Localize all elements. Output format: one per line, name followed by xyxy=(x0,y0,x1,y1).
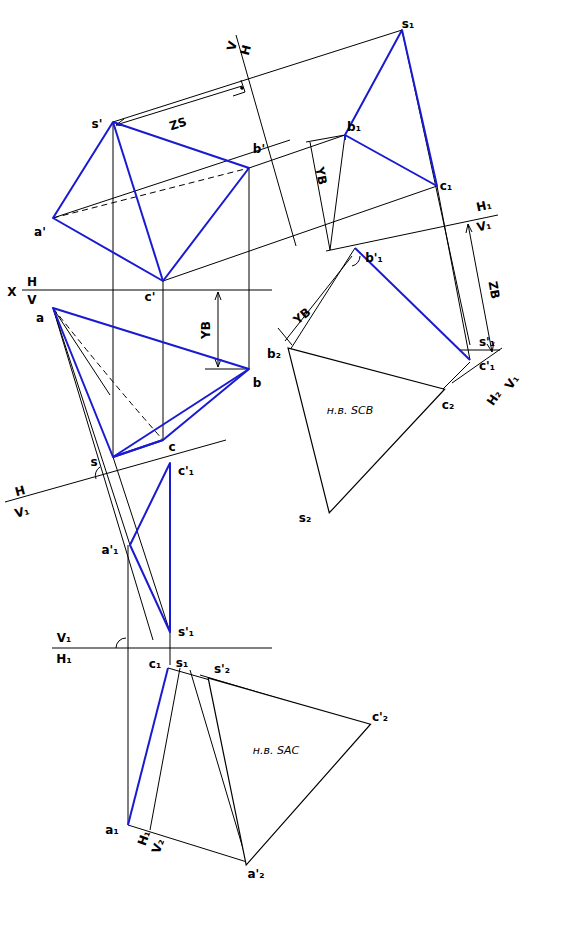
point-label: c'₂ xyxy=(372,711,388,723)
point-label: s₁ xyxy=(402,18,414,30)
point-label: a xyxy=(36,312,44,324)
point-label: c'₁ xyxy=(479,360,495,372)
point-label: s'₁ xyxy=(178,626,194,638)
point-label: H xyxy=(27,276,37,288)
point-label: H₁ xyxy=(475,199,492,214)
point-label: s₁ xyxy=(176,657,188,669)
point-label: b'₁ xyxy=(365,252,383,264)
true-size-label: н.в. SCB xyxy=(327,405,373,416)
point-label: V xyxy=(27,294,36,306)
true-size-label: н.в. SAC xyxy=(253,745,299,756)
point-label: V₁ xyxy=(503,373,521,392)
point-label: H₂ xyxy=(485,388,504,407)
point-label: YB xyxy=(200,321,212,339)
point-label: a₁ xyxy=(105,824,118,836)
point-label: c₁ xyxy=(440,180,452,192)
point-label: b₁ xyxy=(347,121,361,133)
triangle-outline xyxy=(202,672,376,870)
point-label: H xyxy=(14,484,27,498)
point-label: s₂ xyxy=(299,512,311,524)
point-label: s xyxy=(90,456,97,468)
point-label: ZB xyxy=(487,280,502,300)
point-label: YB xyxy=(291,306,312,327)
point-label: YB xyxy=(313,166,328,186)
point-label: V₁ xyxy=(476,219,493,234)
point-label: V₂ xyxy=(150,837,166,855)
point-label: V₁ xyxy=(57,632,72,644)
point-label: X xyxy=(7,286,16,298)
point-label: b₂ xyxy=(267,348,281,360)
point-label: a' xyxy=(34,226,46,238)
point-label: H₁ xyxy=(136,829,153,847)
triangle-outline xyxy=(282,342,450,518)
point-label: c' xyxy=(145,291,156,303)
point-label: c xyxy=(168,441,175,453)
point-label: H₁ xyxy=(56,653,71,665)
point-label: c₁ xyxy=(149,658,161,670)
point-label: s'₁ xyxy=(479,336,495,348)
true-size-triangle: н.в. SCB xyxy=(282,342,450,518)
point-label: V xyxy=(225,40,239,52)
point-label: c'₁ xyxy=(178,465,194,477)
point-label: a'₂ xyxy=(247,868,264,880)
point-label: s'₂ xyxy=(214,663,230,675)
point-label: a'₁ xyxy=(101,544,118,556)
point-label: b' xyxy=(253,143,265,155)
true-size-triangle: н.в. SAC xyxy=(202,672,376,870)
point-label: b xyxy=(253,377,262,389)
point-label: V₁ xyxy=(13,504,30,519)
point-label: ZS xyxy=(168,116,188,133)
point-label: c₂ xyxy=(442,399,454,411)
point-label: s' xyxy=(92,118,103,130)
